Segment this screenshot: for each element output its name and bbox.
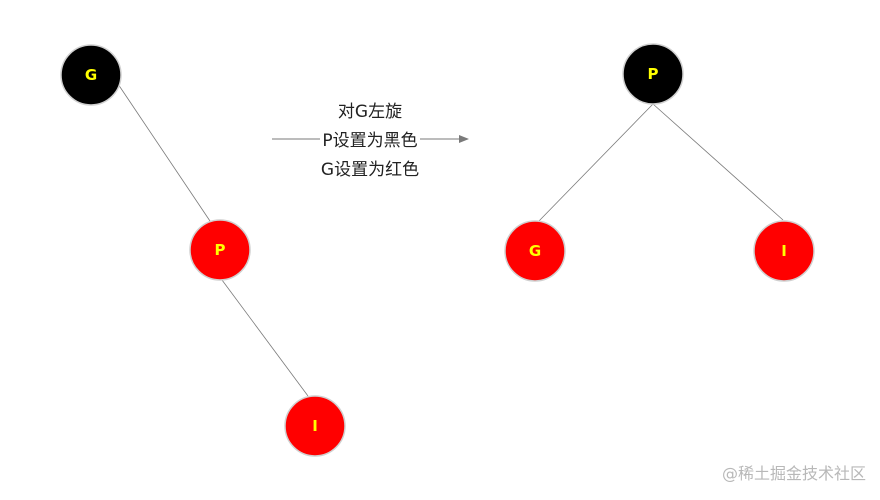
before-node-p-label: P	[215, 241, 226, 259]
caption-line-g-red: G设置为红色	[320, 160, 420, 180]
before-node-p: P	[189, 219, 251, 281]
before-edge-g-p	[117, 83, 213, 225]
before-node-g-circle	[60, 44, 122, 106]
after-edge-p-i	[652, 103, 784, 221]
after-node-i-label: I	[781, 242, 787, 260]
caption-line-p-black: P设置为黑色	[270, 127, 470, 156]
after-node-p-label: P	[648, 65, 659, 83]
after-node-g: G	[504, 220, 566, 282]
before-node-i-label: I	[312, 417, 318, 435]
before-edge-p-i	[221, 279, 309, 397]
after-node-g-circle	[504, 220, 566, 282]
after-node-i: I	[753, 220, 815, 282]
before-node-g: G	[60, 44, 122, 106]
caption-line-rotate: 对G左旋	[337, 102, 403, 122]
before-node-i-circle	[284, 395, 346, 457]
transition-caption: 对G左旋 P设置为黑色 G设置为红色	[270, 98, 470, 185]
before-node-p-circle	[189, 219, 251, 281]
after-edge-p-g	[537, 103, 654, 223]
after-node-p-circle	[622, 43, 684, 105]
after-tree: P G I	[504, 43, 815, 282]
before-node-g-label: G	[85, 66, 97, 84]
watermark: @稀土掘金技术社区	[721, 464, 866, 483]
after-node-p: P	[622, 43, 684, 105]
before-node-i: I	[284, 395, 346, 457]
caption-line-p-black-text: P设置为黑色	[320, 131, 420, 151]
after-node-i-circle	[753, 220, 815, 282]
before-tree: G P I	[60, 44, 346, 457]
after-node-g-label: G	[529, 242, 541, 260]
